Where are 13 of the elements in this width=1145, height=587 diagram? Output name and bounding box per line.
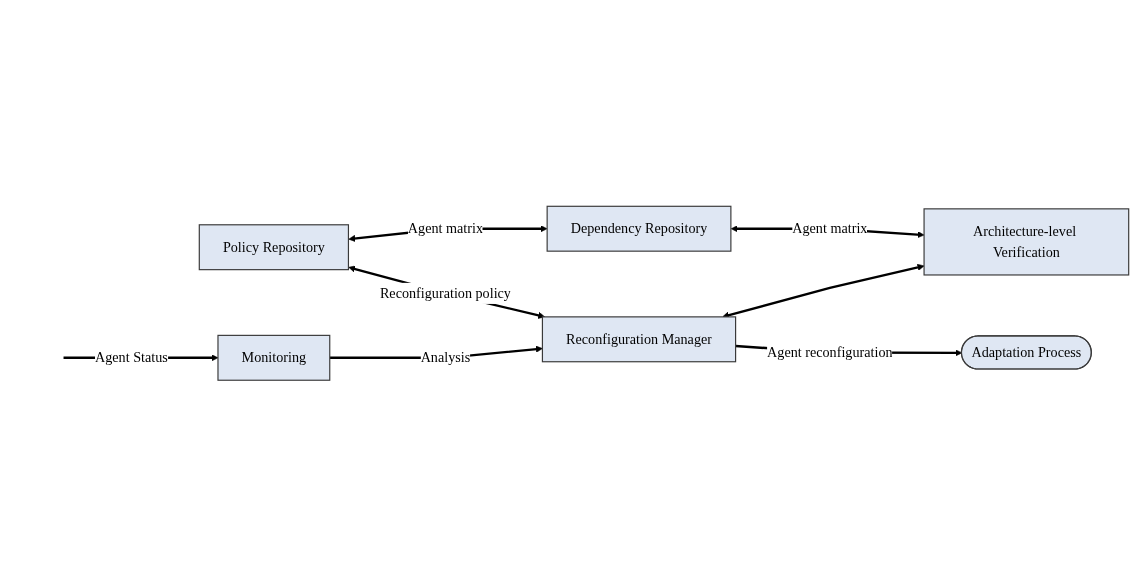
edge-label: Agent reconfiguration bbox=[767, 344, 893, 361]
node-box: Monitoring bbox=[217, 335, 331, 382]
edge-label: Reconfiguration policy bbox=[379, 285, 511, 301]
arrow bbox=[722, 264, 925, 319]
edge-label: Agent Status bbox=[95, 349, 168, 366]
edge-label: Agent matrix bbox=[407, 220, 484, 237]
edge-label: Agent matrix bbox=[792, 220, 868, 237]
node-box: Dependency Repository bbox=[546, 205, 732, 252]
arrow bbox=[348, 265, 545, 320]
edge-label: Analysis bbox=[420, 349, 471, 366]
node-box: Architecture-level Verification bbox=[923, 208, 1130, 276]
node-box: Reconfiguration Manager bbox=[541, 316, 737, 363]
node-box: Policy Repository bbox=[198, 224, 350, 271]
